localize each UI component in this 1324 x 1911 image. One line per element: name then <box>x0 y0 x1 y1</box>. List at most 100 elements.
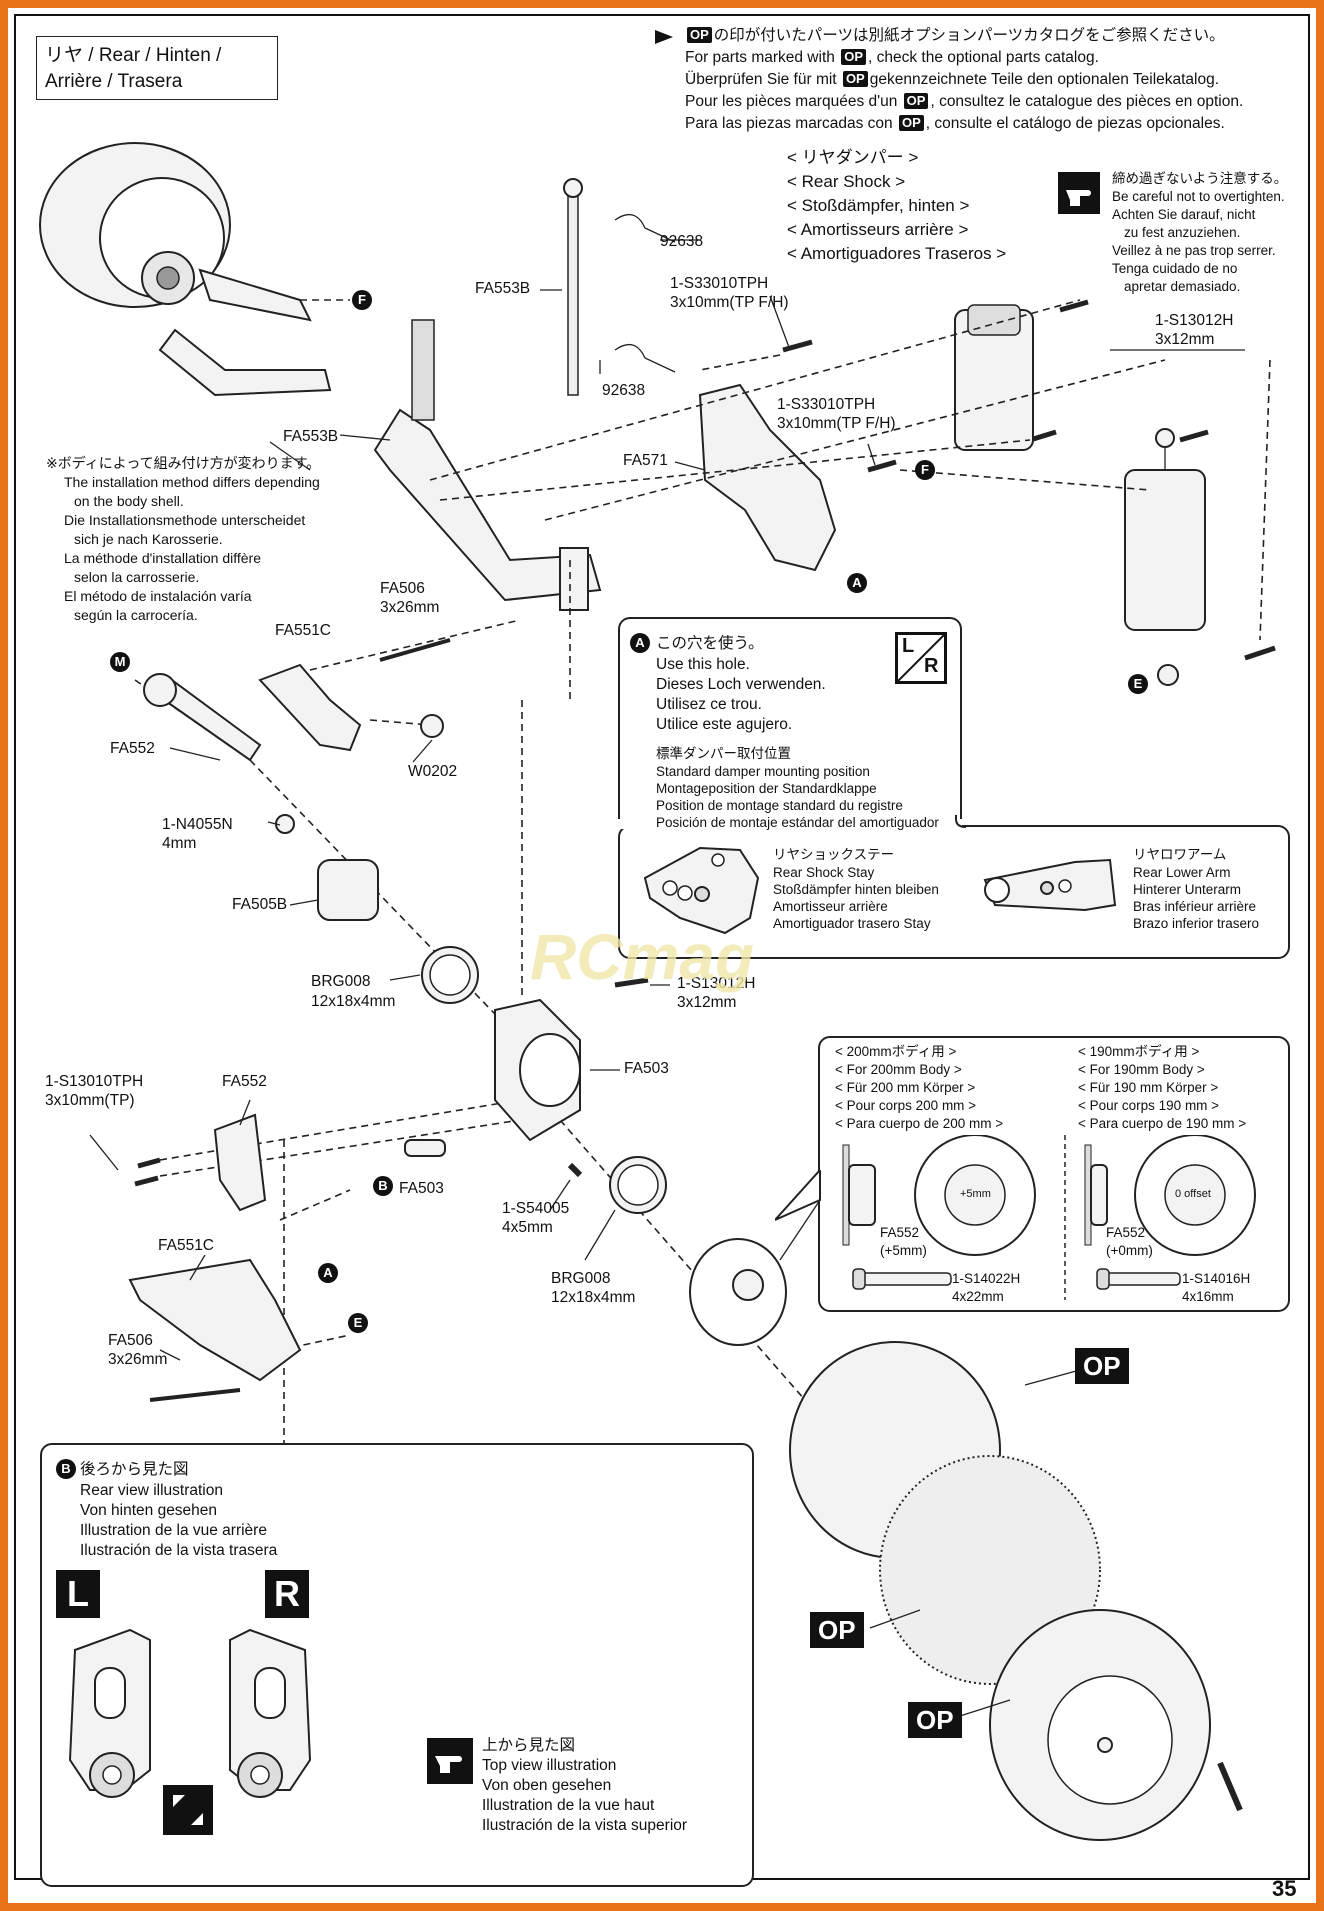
body200-de: < Für 200 mm Körper > <box>835 1080 976 1095</box>
body200-es: < Para cuerpo de 200 mm > <box>835 1116 1004 1131</box>
hole-fr: Utilisez ce trou. <box>656 696 762 713</box>
arm-de: Hinterer Unterarm <box>1133 882 1242 897</box>
part-label-w0202: W0202 <box>408 763 458 780</box>
guide-lines <box>134 299 1271 1620</box>
title-line-2: Arrière / Trasera <box>45 71 183 92</box>
part-label-fa551c: FA551C <box>158 1237 215 1254</box>
body190-es: < Para cuerpo de 190 mm > <box>1078 1116 1247 1131</box>
standard-de: Montageposition der Standardklappe <box>656 781 877 796</box>
marker-b: B <box>373 1176 393 1196</box>
op-note-de-b: gekennzeichnete Teile den optionalen Tei… <box>869 71 1220 88</box>
part-label-fa552: FA552 <box>110 740 155 757</box>
part-label-fa571: FA571 <box>623 452 668 469</box>
rear-shock-stay-illustration <box>643 846 760 935</box>
op-badge: OP <box>842 71 868 87</box>
part-label-fa553b: FA553B <box>283 428 339 445</box>
arm-ja: リヤロワアーム <box>1133 847 1227 862</box>
arrow-right-icon <box>655 30 673 44</box>
hub-190-label: 0 offset <box>1175 1188 1211 1200</box>
s14016h-size: 4x16mm <box>1182 1289 1234 1304</box>
op-badge-insert: OP <box>810 1612 864 1648</box>
part-label-fa505b: FA505B <box>232 896 288 913</box>
part-label-s33010tph: 1-S33010TPH <box>777 396 876 413</box>
caution-es-1: Tenga cuidado de no <box>1112 261 1238 276</box>
s14022h-size: 4x22mm <box>952 1289 1004 1304</box>
part-label-92638: 92638 <box>660 233 704 250</box>
part-label-s54005: 1-S54005 <box>502 1200 570 1217</box>
rear-shock-fr: < Amortisseurs arrière > <box>787 220 969 239</box>
arm-fr: Bras inférieur arrière <box>1133 899 1257 914</box>
stay-ja: リヤショックステー <box>773 847 895 862</box>
body-note-en-1: The installation method differs dependin… <box>64 474 320 490</box>
part-label-92638: 92638 <box>602 382 646 399</box>
body-note-ja: ※ボディによって組み付け方が変わります。 <box>46 455 321 471</box>
rear-shock-en: < Rear Shock > <box>787 172 906 191</box>
part-label-brg008-size: 12x18x4mm <box>551 1289 636 1306</box>
lower-arm <box>128 1258 302 1382</box>
body190-fr: < Pour corps 190 mm > <box>1078 1098 1220 1113</box>
stay-en: Rear Shock Stay <box>773 865 875 880</box>
fa552-190-offset: (+0mm) <box>1106 1243 1153 1258</box>
rear-view-panel <box>40 1443 754 1887</box>
op-note-en-a: For parts marked with <box>685 49 835 66</box>
part-label-fa506: FA506 <box>108 1332 153 1349</box>
op-note-es-a: Para las piezas marcadas con <box>685 115 893 132</box>
body-note-de-1: Die Installationsmethode unterscheidet <box>64 512 306 528</box>
part-label-brg008: BRG008 <box>311 973 371 990</box>
body200-en: < For 200mm Body > <box>835 1062 962 1077</box>
part-label-fa506: FA506 <box>380 580 425 597</box>
body190-de: < Für 190 mm Körper > <box>1078 1080 1219 1095</box>
hub-comparison-illustration <box>842 1135 1256 1300</box>
body-note-de-2: sich je nach Karosserie. <box>74 531 223 547</box>
body-note-es-2: según la carrocería. <box>74 607 198 623</box>
caution-de-1: Achten Sie darauf, nicht <box>1112 207 1256 222</box>
marker-m: M <box>110 652 130 672</box>
label-leaders <box>89 295 1245 1361</box>
caution-en: Be careful not to overtighten. <box>1112 189 1285 204</box>
part-label-fa552: FA552 <box>222 1073 267 1090</box>
op-badge: OP <box>898 115 924 131</box>
part-label-fa553b: FA553B <box>475 280 531 297</box>
marker-a: A <box>847 573 867 593</box>
body200-ja: < 200mmボディ用 > <box>835 1044 957 1059</box>
caution-hand-icon <box>1058 172 1100 214</box>
s14022h: 1-S14022H <box>952 1271 1021 1286</box>
rear-lower-arm-illustration <box>983 858 1117 912</box>
part-label-brg008: BRG008 <box>551 1270 611 1287</box>
s14016h: 1-S14016H <box>1182 1271 1251 1286</box>
op-note-fr-a: Pour les pièces marquées d'un <box>685 93 898 110</box>
title-line-1: リヤ / Rear / Hinten / <box>45 45 222 66</box>
upper-arm <box>258 663 362 752</box>
part-label-brg008-size: 12x18x4mm <box>311 993 396 1010</box>
panel-pointer <box>775 1170 821 1221</box>
part-label-s33010tph-size: 3x10mm(TP F/H) <box>670 294 789 311</box>
stay-fr: Amortisseur arrière <box>773 899 888 914</box>
body200-fr: < Pour corps 200 mm > <box>835 1098 977 1113</box>
rear-view-fr: Illustration de la vue arrière <box>80 1522 267 1539</box>
stay-es: Amortiguador trasero Stay <box>773 916 931 931</box>
top-view-fr: Illustration de la vue haut <box>482 1797 655 1814</box>
hole-usage-panel <box>618 617 962 819</box>
part-label-s33010tph-size: 3x10mm(TP F/H) <box>777 415 896 432</box>
fa552-200-offset: (+5mm) <box>880 1243 927 1258</box>
marker-b: B <box>56 1459 76 1479</box>
watermark: RCmag <box>530 921 755 993</box>
caution-note: 締め過ぎないよう注意する。 Be careful not to overtigh… <box>1056 168 1306 308</box>
part-label-s13012h: 1-S13012H <box>1155 312 1234 329</box>
part-label-s13012h-size: 3x12mm <box>677 994 737 1011</box>
marker-e: E <box>1128 674 1148 694</box>
left-right-icon: L R <box>895 632 947 684</box>
fa552-200: FA552 <box>880 1225 920 1240</box>
hub-200-label: +5mm <box>960 1188 991 1200</box>
rear-view-en: Rear view illustration <box>80 1482 223 1499</box>
op-badge-wheel: OP <box>908 1702 962 1738</box>
standard-fr: Position de montage standard du registre <box>656 798 903 813</box>
hole-en: Use this hole. <box>656 656 750 673</box>
top-view-ja: 上から見た図 <box>482 1737 576 1754</box>
part-label-s13010tph-size: 3x10mm(TP) <box>45 1092 135 1109</box>
body-post <box>563 178 583 396</box>
op-badge: OP <box>841 49 866 65</box>
rear-view-de: Von hinten gesehen <box>80 1502 218 1519</box>
page-number: 35 <box>1272 1876 1297 1901</box>
